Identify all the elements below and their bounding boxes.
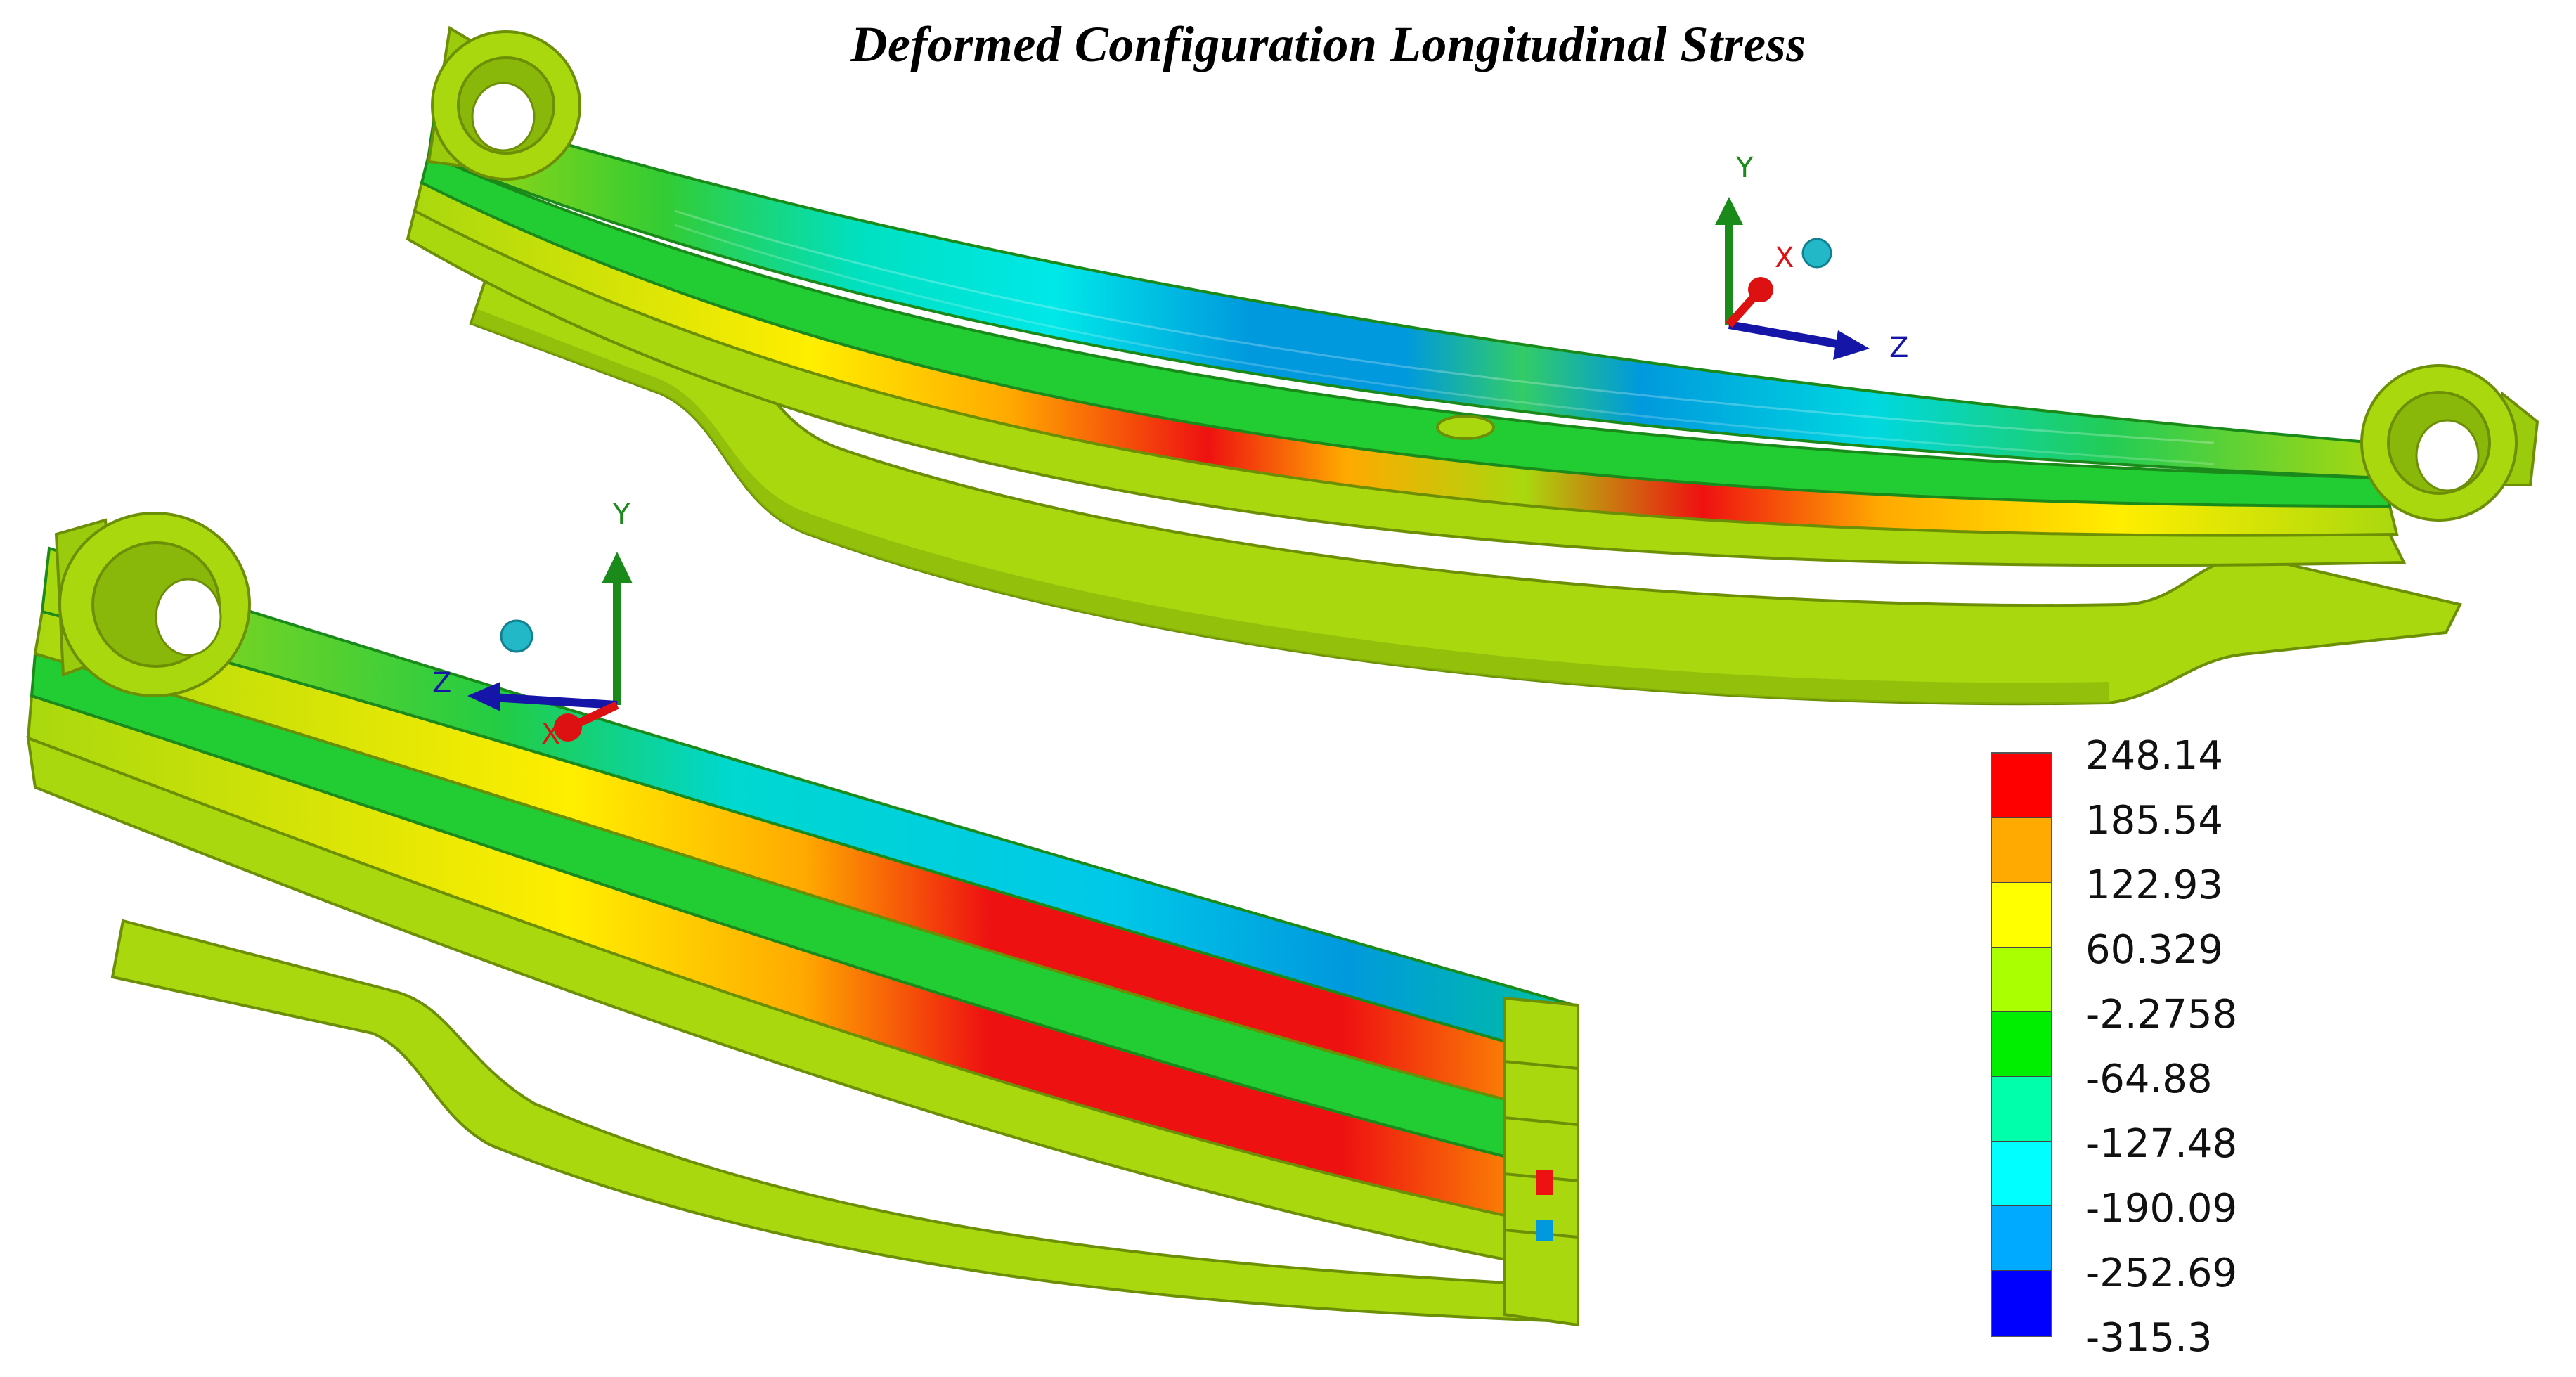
legend-color-bar [1991, 752, 2052, 1337]
legend-swatch [1992, 948, 2051, 1012]
upper-triad-sphere [1801, 238, 1832, 269]
lower-leaf-spring [26, 512, 1579, 1327]
legend-swatch [1992, 1271, 2051, 1336]
lower-left-eye [54, 512, 251, 697]
upper-triad-x-label: X [1775, 242, 1794, 274]
lower-triad-z-label: Z [432, 667, 451, 699]
legend-swatch [1992, 1142, 2051, 1206]
page-title: Deformed Configuration Longitudinal Stre… [850, 16, 1806, 72]
lower-section-face [1503, 996, 1579, 1327]
upper-leaf-spring [406, 25, 2539, 706]
legend-swatch [1992, 883, 2051, 948]
upper-triad: Y X Z [1715, 152, 1908, 364]
legend-swatch [1992, 1077, 2051, 1142]
upper-leaf-1 [420, 153, 2392, 508]
legend-value-label: -2.2758 [2085, 992, 2238, 1037]
lower-leaf-2 [30, 652, 1576, 1176]
legend-value-label: 122.93 [2085, 862, 2223, 908]
legend-value-label: 185.54 [2085, 798, 2223, 843]
legend-swatch [1992, 754, 2051, 818]
lower-triad-y-label: Y [612, 498, 630, 531]
legend-value-label: 60.329 [2085, 927, 2223, 973]
legend-value-label: -127.48 [2085, 1121, 2238, 1167]
upper-triad-z-label: Z [1889, 332, 1908, 364]
legend-value-label: -64.88 [2085, 1056, 2213, 1102]
upper-center-bolt [1436, 415, 1495, 440]
legend-value-label: -252.69 [2085, 1250, 2238, 1296]
legend-swatch [1992, 818, 2051, 883]
upper-left-eye [427, 25, 581, 181]
legend-value-label: -190.09 [2085, 1186, 2238, 1231]
legend-swatch [1992, 1012, 2051, 1077]
legend-value-label: 248.14 [2085, 733, 2223, 779]
legend-value-label: -315.3 [2085, 1315, 2213, 1361]
lower-triad-x-label: X [541, 718, 560, 751]
upper-right-eye [2360, 364, 2539, 522]
lower-triad: Y X Z [432, 498, 633, 751]
upper-triad-y-label: Y [1735, 152, 1754, 184]
lower-triad-sphere [500, 619, 533, 653]
legend-swatch [1992, 1206, 2051, 1271]
